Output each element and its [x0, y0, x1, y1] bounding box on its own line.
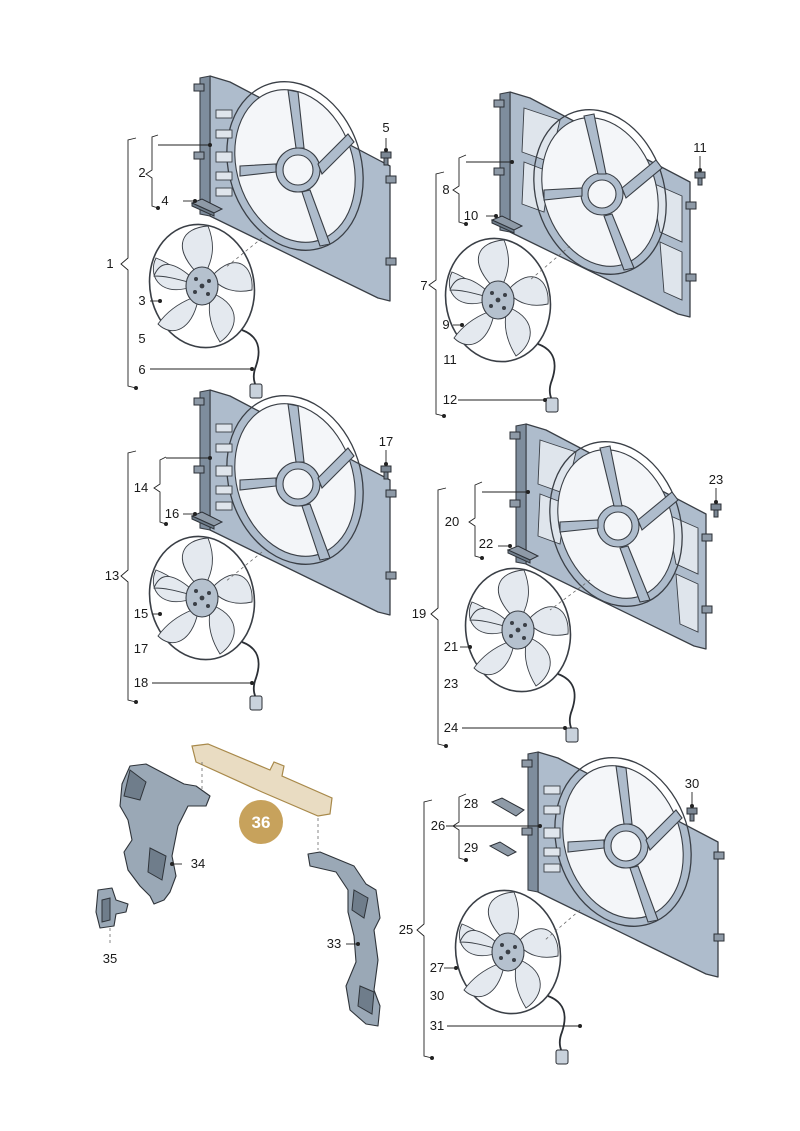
- label-shroud-1: 2: [138, 165, 145, 180]
- fan-19: [453, 557, 583, 743]
- label-fan-21: 21: [444, 639, 458, 654]
- highlight-badge: [239, 800, 283, 844]
- label-bolt-7: 11: [693, 140, 707, 155]
- label-group-7: 7: [420, 278, 427, 293]
- label-seal-36: 36: [252, 813, 271, 832]
- label-bracket-35: 35: [103, 951, 117, 966]
- label-fan-7: 9: [442, 317, 449, 332]
- label-bolt-23: 23: [709, 472, 723, 487]
- label-pad-28: 28: [464, 796, 478, 811]
- label-bolt-17: 17: [379, 434, 393, 449]
- fan-25: [443, 879, 573, 1065]
- label-shroud-20: 20: [445, 514, 459, 529]
- label-motor-23: 23: [444, 676, 458, 691]
- label-duct-34: 34: [191, 856, 205, 871]
- label-pad-1: 4: [161, 193, 168, 208]
- label-plug-1: 6: [138, 362, 145, 377]
- fan-13: [137, 525, 267, 711]
- label-plug-31: 31: [430, 1018, 444, 1033]
- fan-7: [433, 227, 563, 413]
- label-motor-7: 11: [443, 352, 457, 367]
- bolt-7: [694, 171, 706, 186]
- label-fan-27: 27: [430, 960, 444, 975]
- bracket-35: [95, 887, 129, 929]
- label-pad-29: 29: [464, 840, 478, 855]
- label-duct-33: 33: [327, 936, 341, 951]
- label-plug-18: 18: [134, 675, 148, 690]
- label-shroud-14: 14: [134, 480, 148, 495]
- label-fan-1: 3: [138, 293, 145, 308]
- label-bolt-1: 5: [382, 120, 389, 135]
- assembly-1: 1 2 4 5 3 5 6: [106, 63, 397, 399]
- pad-28: [490, 797, 525, 817]
- label-pad-22: 22: [479, 536, 493, 551]
- label-shroud-7: 8: [442, 182, 449, 197]
- label-motor-30: 30: [430, 988, 444, 1003]
- label-motor-1: 5: [138, 331, 145, 346]
- air-ducts: 36 34 35 33: [95, 743, 381, 1027]
- assembly-13: 13 14 16 17 15 17 18: [105, 377, 397, 711]
- label-fan-15: 15: [134, 606, 148, 621]
- assembly-7: 7 8 10 11 9 11 12: [420, 91, 707, 418]
- label-group-19: 19: [412, 606, 426, 621]
- label-plug-7: 12: [443, 392, 457, 407]
- assembly-19: 19 20 22 23 21 23 24: [412, 423, 723, 748]
- label-pad-16: 16: [165, 506, 179, 521]
- bolt-19: [710, 503, 722, 518]
- fan-1: [137, 213, 267, 399]
- duct-34: [119, 763, 211, 905]
- label-group-25: 25: [399, 922, 413, 937]
- label-group-1: 1: [106, 256, 113, 271]
- label-group-13: 13: [105, 568, 119, 583]
- label-bolt-30: 30: [685, 776, 699, 791]
- label-pad-7: 10: [464, 208, 478, 223]
- label-motor-17: 17: [134, 641, 148, 656]
- pad-29: [488, 841, 518, 857]
- assembly-25: 25 26 28 29 30 27 30 31: [399, 739, 725, 1065]
- bolt-25: [686, 807, 698, 822]
- seal-36: [191, 743, 333, 817]
- label-plug-24: 24: [444, 720, 458, 735]
- label-shroud-26: 26: [431, 818, 445, 833]
